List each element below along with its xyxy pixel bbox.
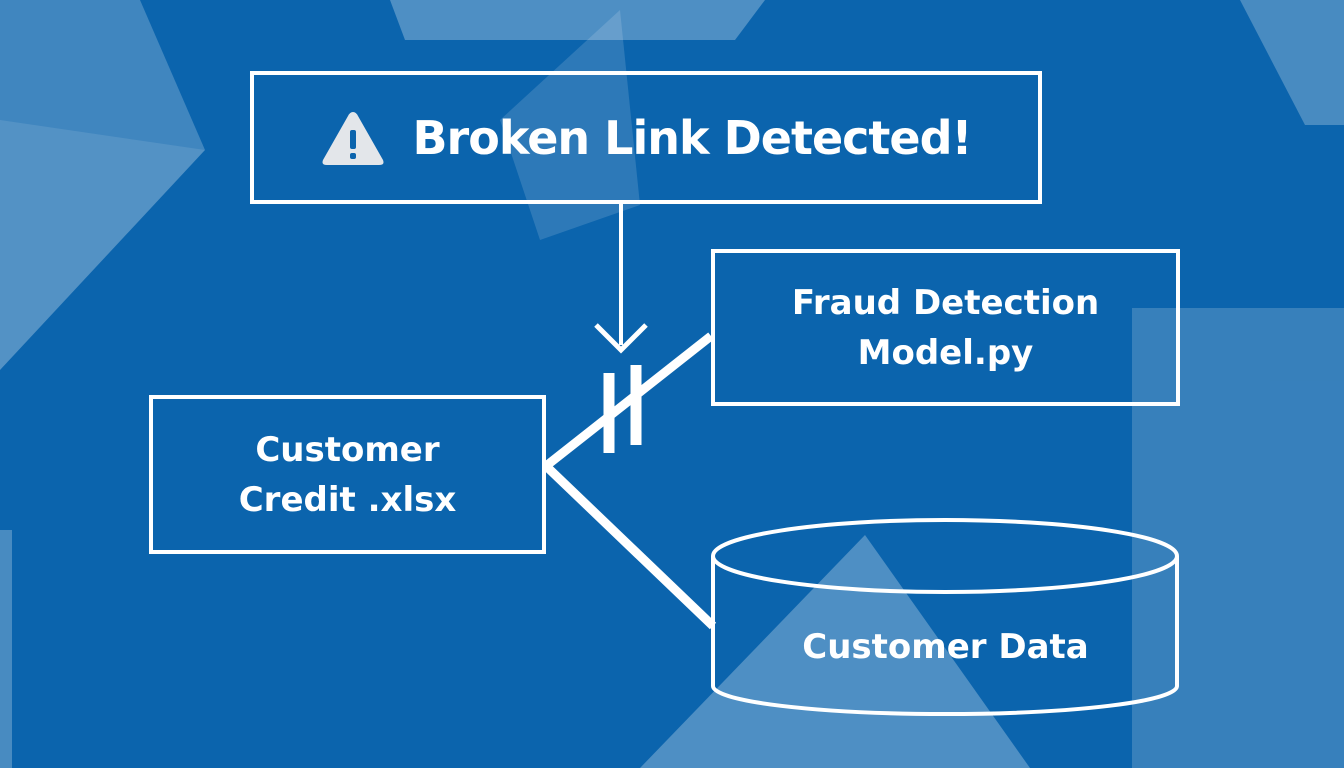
model-label-line2: Model.py [857, 332, 1034, 373]
model-file-node: Fraud Detection Model.py [711, 249, 1180, 406]
model-label-line1: Fraud Detection [791, 282, 1100, 323]
database-label: Customer Data [802, 627, 1089, 667]
bg-shape [0, 0, 205, 370]
bg-shape [0, 120, 205, 370]
bg-shape [1240, 0, 1344, 125]
source-label-line2: Credit .xlsx [238, 479, 457, 520]
source-label-line1: Customer [255, 429, 440, 470]
alert-title: Broken Link Detected! [412, 110, 972, 165]
bg-shape [390, 0, 765, 40]
bg-shape [500, 10, 640, 240]
warning-icon [322, 111, 384, 165]
alert-banner: Broken Link Detected! [250, 71, 1042, 204]
source-file-node: Customer Credit .xlsx [149, 395, 546, 554]
bg-shape [0, 530, 12, 768]
